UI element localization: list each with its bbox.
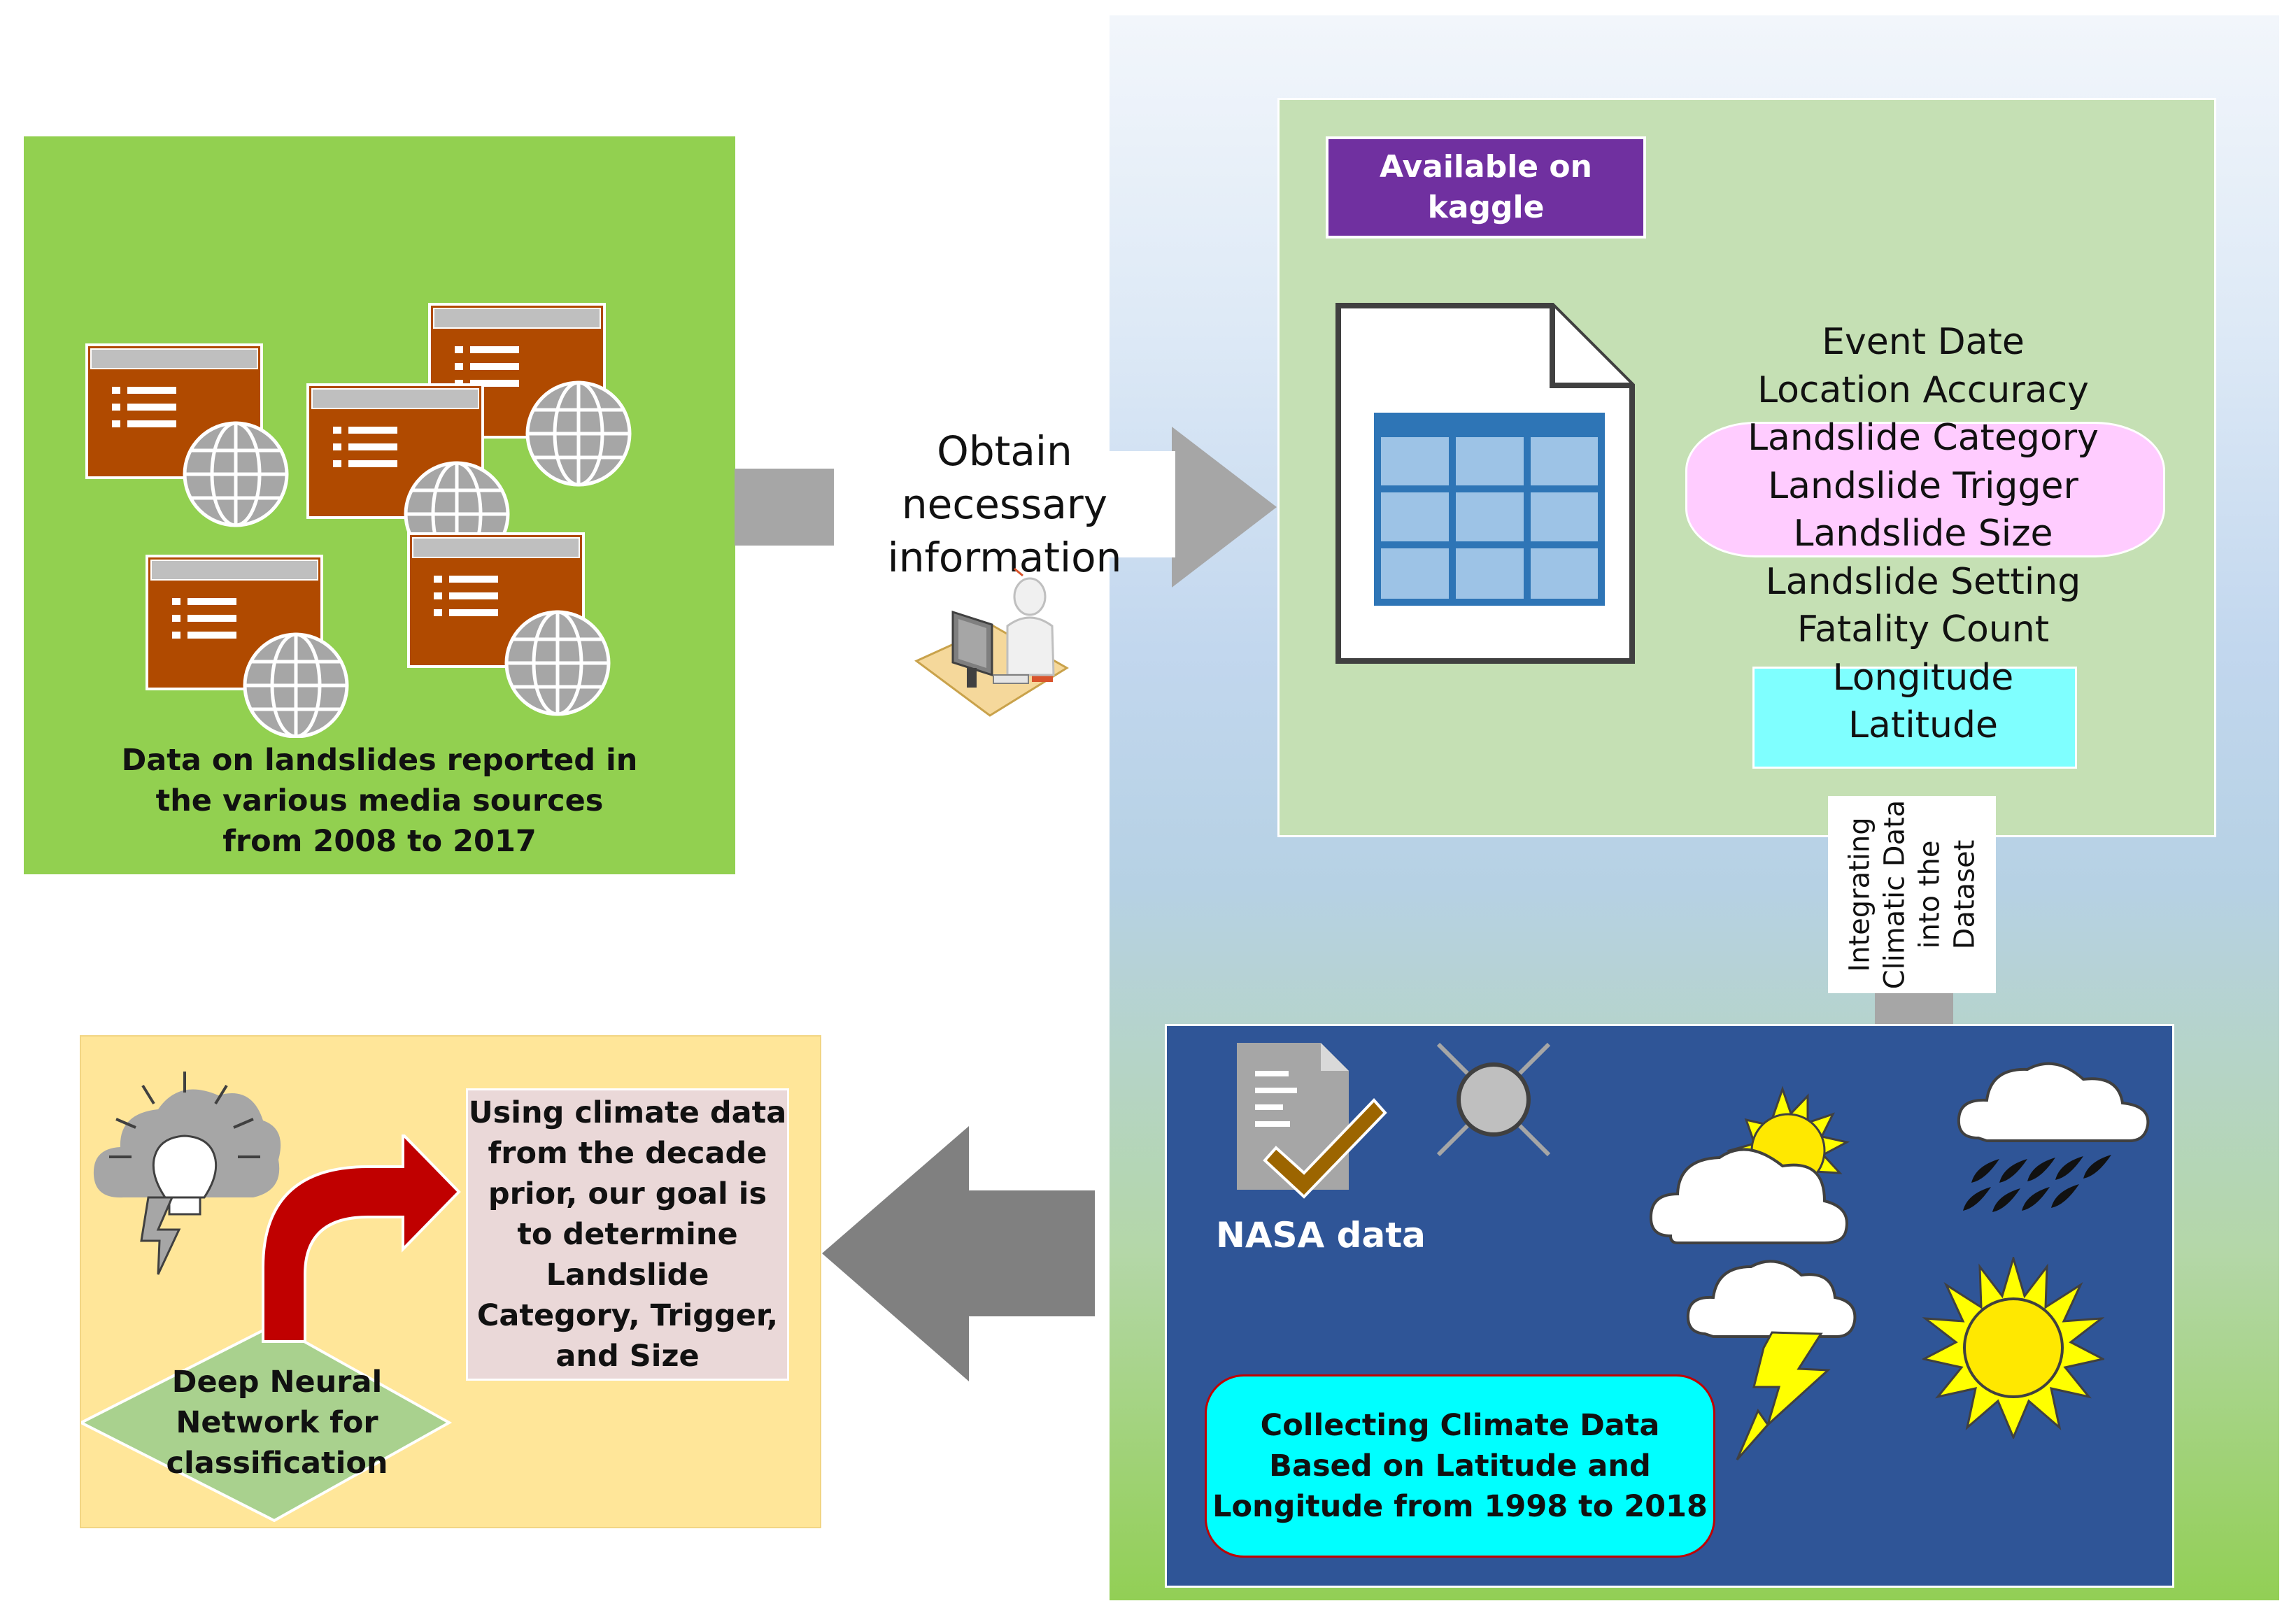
dnn-diagram: [81, 1134, 461, 1523]
field-landslide-trigger: Landslide Trigger: [1768, 464, 2078, 507]
dataset-field-list: Event Date Location Accuracy Landslide C…: [1671, 318, 2175, 750]
field-event-date: Event Date: [1822, 321, 2025, 363]
collect-callout: Collecting Climate Data Based on Latitud…: [1205, 1374, 1715, 1558]
sun-icon: [1922, 1257, 2104, 1439]
obtain-label: Obtain necessary information: [834, 427, 1175, 581]
left-arrow: [822, 1126, 1095, 1381]
dnn-diamond: [81, 1323, 453, 1523]
web-page-globe-icon: [146, 555, 347, 737]
field-landslide-category: Landslide Category: [1748, 417, 2099, 459]
sun-outline-icon: [1436, 1042, 1551, 1157]
field-latitude: Latitude: [1848, 704, 1999, 746]
nasa-panel: NASA data Collecting Climate Data: [1165, 1024, 2174, 1588]
idea-cloud-icon: [93, 1072, 281, 1275]
dataset-panel: Available on kaggle Event Date Location …: [1277, 98, 2216, 837]
media-sources-illustration: [85, 303, 735, 738]
checked-document-icon: [1237, 1043, 1387, 1199]
web-page-globe-icon: [85, 343, 287, 525]
kaggle-badge: Available on kaggle: [1326, 136, 1646, 239]
integrate-label: Integrating Climatic Data into the Datas…: [1843, 799, 1980, 990]
pink-highlight: [1685, 422, 2165, 557]
rain-cloud-icon: [1957, 1062, 2150, 1212]
media-panel: Data on landslides reported in the vario…: [24, 136, 735, 874]
field-landslide-setting: Landslide Setting: [1765, 560, 2081, 603]
field-fatality-count: Fatality Count: [1797, 609, 2050, 650]
user-workstation-icon: [914, 567, 1069, 717]
curved-arrow-icon: [262, 1134, 461, 1343]
field-longitude: Longitude: [1832, 656, 2014, 699]
cyan-highlight: [1752, 667, 2077, 769]
web-page-globe-icon: [407, 532, 609, 714]
nasa-title: NASA data: [1216, 1215, 1426, 1255]
field-landslide-size: Landslide Size: [1793, 513, 2053, 555]
table-document-icon: [1335, 303, 1635, 664]
field-location-accuracy: Location Accuracy: [1757, 369, 2089, 411]
integrate-label-box: Integrating Climatic Data into the Datas…: [1828, 796, 1996, 993]
goal-text-box: Using climate data from the decade prior…: [466, 1088, 789, 1381]
storm-cloud-icon: [1686, 1260, 1857, 1460]
goal-panel: Deep Neural Network for classification U…: [80, 1035, 821, 1528]
media-caption: Data on landslides reported in the vario…: [121, 743, 638, 859]
dnn-label: Deep Neural Network for classification: [166, 1365, 388, 1481]
sun-cloud-icon: [1649, 1086, 1850, 1244]
